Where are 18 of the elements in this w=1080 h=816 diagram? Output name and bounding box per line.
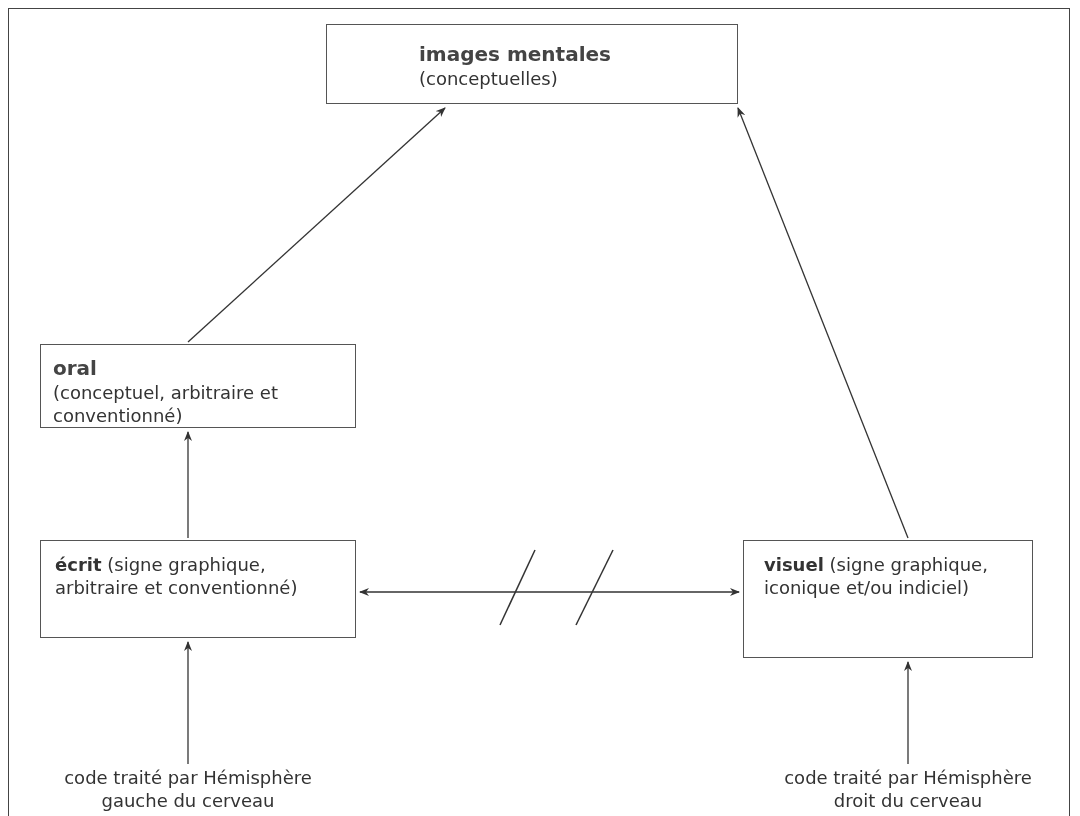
concept-box [40,344,356,428]
annotation-text: code traité par Hémisphère droit du cerveau [783,766,1033,813]
box-text: (conceptuel, arbitraire et conventionné) [53,381,279,428]
annotation-text: code traité par Hémisphère gauche du cerveau [63,766,313,813]
arrow [184,431,192,539]
arrow [184,641,192,765]
arrow [904,661,912,765]
box-heading: images mentales [419,41,612,67]
concept-box [326,24,738,104]
box-heading: oral [53,355,98,381]
arrow [737,107,909,539]
box-text: écrit (signe graphique, arbitraire et conventionné) [55,553,299,600]
concept-box [40,540,356,638]
box-text: visuel (signe graphique, iconique et/ou indiciel) [764,553,989,600]
box-text: (conceptuelles) [419,67,559,91]
arrow [359,588,740,596]
arrow [187,107,446,343]
concept-box [743,540,1033,658]
